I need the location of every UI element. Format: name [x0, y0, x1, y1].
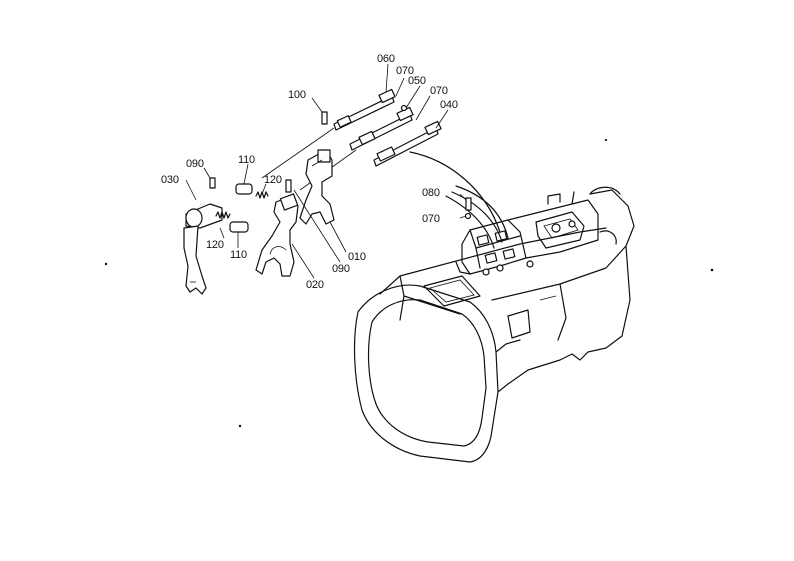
- spring-120-lower: [215, 211, 231, 219]
- pin-100: [321, 111, 328, 125]
- plug-110-lower: [229, 221, 249, 233]
- label-090-a: 090: [186, 158, 204, 170]
- scan-specks: [104, 138, 714, 428]
- shift-fork-030: [183, 203, 223, 295]
- spring-120-upper: [255, 191, 269, 199]
- shift-fork-010: [299, 149, 335, 225]
- pin-080: [465, 197, 472, 211]
- label-120-a: 120: [264, 174, 282, 186]
- transmission-case: [353, 151, 635, 463]
- ball-090-upper: [209, 177, 216, 189]
- leader-lines: [185, 63, 467, 279]
- part-labels: 060 070 050 070 040 100 090 110 030 120 …: [161, 53, 458, 291]
- shift-rod-040: [373, 120, 442, 167]
- label-120-b: 120: [206, 239, 224, 251]
- label-070-c: 070: [422, 213, 440, 225]
- shift-rod-axis: [261, 127, 335, 179]
- label-040: 040: [440, 99, 458, 111]
- shift-fork-020: [255, 193, 299, 277]
- shift-rod-060: [333, 88, 396, 131]
- pin-070: [464, 212, 472, 220]
- label-070-a: 070: [396, 65, 414, 77]
- pin-070-rod: [400, 104, 408, 112]
- label-110-a: 110: [238, 154, 255, 166]
- label-090-b: 090: [332, 263, 350, 275]
- shift-rod-050: [349, 106, 414, 151]
- pin-090-lower: [285, 179, 292, 193]
- label-080: 080: [422, 187, 440, 199]
- label-110-b: 110: [230, 249, 247, 261]
- plug-110-upper: [235, 183, 253, 195]
- label-020: 020: [306, 279, 324, 291]
- label-060: 060: [377, 53, 395, 65]
- label-050: 050: [408, 75, 426, 87]
- label-030: 030: [161, 174, 179, 186]
- label-100: 100: [288, 89, 306, 101]
- label-070-b: 070: [430, 85, 448, 97]
- label-010: 010: [348, 251, 366, 263]
